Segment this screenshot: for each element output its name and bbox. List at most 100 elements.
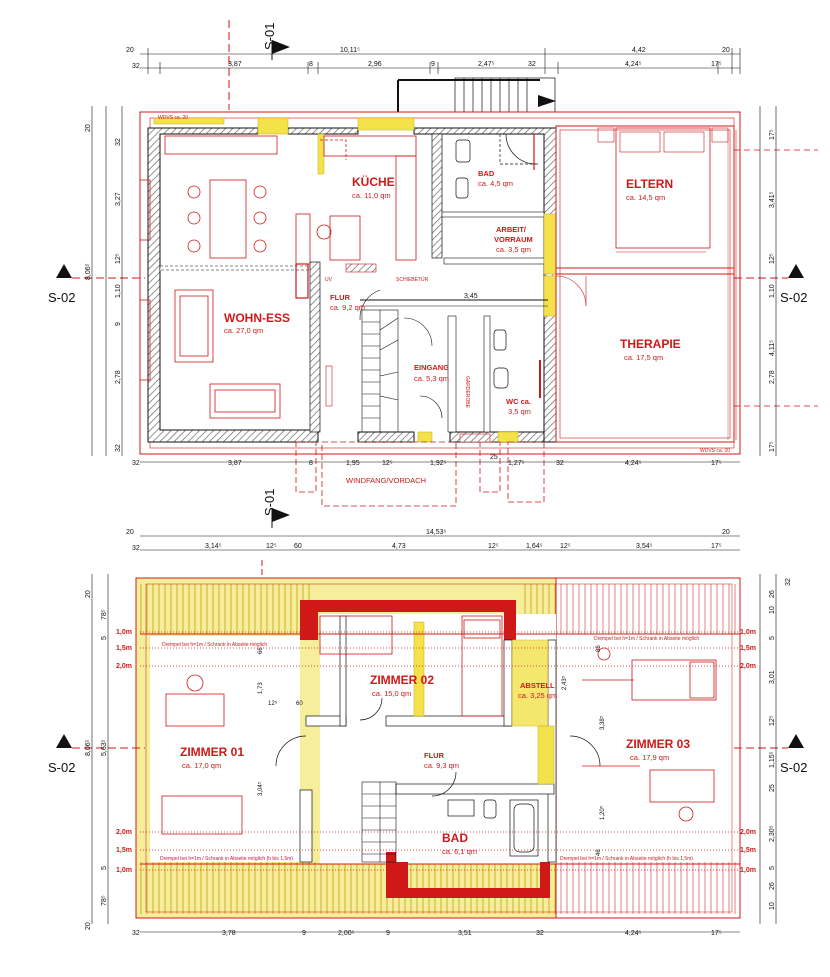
staircase-ground bbox=[359, 289, 548, 433]
dim-u-left-3: 5,63⁵ bbox=[101, 739, 108, 756]
dim-u-right-1: 26 bbox=[769, 590, 776, 598]
room-area-bad: ca. 4,5 qm bbox=[478, 179, 513, 188]
dim-u-left-6: 20 bbox=[85, 922, 92, 930]
room-area-eltern: ca. 14,5 qm bbox=[626, 193, 665, 202]
height-l-5: 1,0m bbox=[116, 867, 132, 874]
room-area-abstell: ca. 3,25 qm bbox=[518, 691, 557, 700]
dim-left-inner-4: 1,10 bbox=[115, 284, 122, 298]
dim-u-right-11: 10 bbox=[769, 902, 776, 910]
dim-bottom-1: 3,87 bbox=[228, 460, 242, 467]
dim-u-bottom-2: 9 bbox=[302, 930, 306, 937]
staircase-upper bbox=[361, 781, 397, 863]
label-uv: UV bbox=[325, 277, 333, 283]
dim-u-top-outer-r: 20 bbox=[722, 529, 730, 536]
dim-u-left-1: 78⁵ bbox=[101, 609, 108, 620]
room-area-zimmer01: ca. 17,0 qm bbox=[182, 761, 221, 770]
dim-left-inner-2: 3,27 bbox=[115, 192, 122, 206]
dim-top-inner-6: 32 bbox=[528, 61, 536, 68]
dim-u-bottom-4: 9 bbox=[386, 930, 390, 937]
dim-right-1: 3,41⁵ bbox=[769, 191, 776, 208]
room-name-flur: FLUR bbox=[330, 293, 351, 302]
height-l-4: 1,5m bbox=[116, 847, 132, 854]
height-r-0: 1,0m bbox=[740, 629, 756, 636]
dim-inner-u-4: 2,43⁵ bbox=[561, 675, 568, 690]
room-name-wc: WC ca. bbox=[506, 397, 531, 406]
dim-inner-u-3: 3,04⁵ bbox=[257, 781, 264, 796]
dim-u-left-0: 20 bbox=[85, 590, 92, 598]
dim-right-5: 2,78 bbox=[769, 370, 776, 384]
room-name-eingang: EINGANG bbox=[414, 363, 449, 372]
dim-u-right-8: 2,30⁵ bbox=[769, 825, 776, 842]
dim-u-top-inner-0: 32 bbox=[132, 545, 140, 552]
room-name-wohn: WOHN-ESS bbox=[224, 311, 290, 325]
dim-bottom-8: 32 bbox=[556, 460, 564, 467]
dim-inner-u-1: 12⁵ bbox=[268, 700, 278, 707]
height-r-5: 1,0m bbox=[740, 867, 756, 874]
dim-top-outer-right2: 20 bbox=[722, 47, 730, 54]
dim-top-inner-7: 4,24⁵ bbox=[625, 61, 642, 68]
note-drempel-top-left: Drempel bei h=1m / Schrank in Abseite mö… bbox=[162, 642, 267, 648]
dim-inner-u-0: 1,73 bbox=[258, 682, 264, 694]
dim-u-top-inner-4: 4,73 bbox=[392, 543, 406, 550]
room-name-therapie: THERAPIE bbox=[620, 337, 681, 351]
furniture-kitchen bbox=[295, 135, 417, 265]
dim-top-outer-center: 10,11⁵ bbox=[340, 47, 360, 54]
room-area-zimmer03: ca. 17,9 qm bbox=[630, 753, 669, 762]
dimension-chain-left-upper: 8,06⁵ 20 78⁵ 5 5,63⁵ 5 78⁵ 20 bbox=[85, 574, 109, 930]
windfang-label: WINDFANG/VORDACH bbox=[346, 476, 426, 485]
dim-u-top-inner-5: 12⁵ bbox=[488, 543, 499, 550]
dim-u-top-inner-3: 60 bbox=[294, 543, 302, 550]
dim-u-top-inner-2: 12⁵ bbox=[266, 543, 277, 550]
dim-top-inner-3: 2,96 bbox=[368, 61, 382, 68]
dim-bottom-0: 32 bbox=[132, 460, 140, 467]
dim-top-inner-4: 9 bbox=[431, 61, 435, 68]
dim-u-right-3: 5 bbox=[769, 636, 776, 640]
dim-left-outer: 8,06⁵ bbox=[85, 263, 92, 280]
dim-u-right-4: 3,01 bbox=[769, 670, 776, 684]
section-label-s01-top: S-01 bbox=[262, 23, 277, 50]
dim-right-2: 12⁵ bbox=[769, 253, 776, 264]
dim-u-bottom-6: 32 bbox=[536, 930, 544, 937]
dim-inner-345: 3,45 bbox=[464, 293, 478, 300]
dim-u-top-inner-1: 3,14⁵ bbox=[205, 543, 222, 550]
dim-top-inner-5: 2,47⁵ bbox=[478, 61, 495, 68]
dim-left-inner-5: 9 bbox=[115, 322, 122, 326]
dim-inner-u-7: 86 bbox=[596, 645, 602, 652]
room-area-arbeit: ca. 3,5 qm bbox=[496, 245, 531, 254]
furniture-bath bbox=[455, 133, 541, 398]
dim-u-top-inner-8: 3,54⁵ bbox=[636, 543, 653, 550]
room-name-eltern: ELTERN bbox=[626, 177, 673, 191]
height-r-1: 1,5m bbox=[740, 645, 756, 652]
dimension-chain-bottom-upper: 32 3,78 9 2,00⁵ 9 3,51 32 4,24⁵ 17⁵ bbox=[132, 930, 740, 937]
dim-u-right-9: 5 bbox=[769, 866, 776, 870]
dim-u-bottom-7: 4,24⁵ bbox=[625, 930, 642, 937]
height-r-4: 1,5m bbox=[740, 847, 756, 854]
dim-inner-u-9: 66 bbox=[258, 647, 264, 654]
room-name-bad: BAD bbox=[478, 169, 495, 178]
room-area-eingang: ca. 5,3 qm bbox=[414, 374, 449, 383]
dim-u-right-7: 25 bbox=[769, 784, 776, 792]
label-schiebetuer: SCHIEBETÜR bbox=[396, 276, 429, 283]
section-label-s02-left-upper: S-02 bbox=[48, 760, 75, 775]
dimension-chain-left: 8,06⁵ 20 32 3,27 12⁵ 1,10 9 2,78 32 bbox=[85, 106, 123, 456]
dim-top-inner-0: 32 bbox=[132, 63, 140, 70]
ground-floor: S-01 20 10,11⁵ 4,42 20 32 3,87 8 2,96 9 … bbox=[48, 20, 818, 507]
room-name-abstell: ABSTELL bbox=[520, 681, 555, 690]
dim-top-inner-1: 3,87 bbox=[228, 61, 242, 68]
dim-bottom-3: 1,95 bbox=[346, 460, 360, 467]
room-area-wohn: ca. 27,0 qm bbox=[224, 326, 263, 335]
upper-floor: S-01 20 14,53⁵ 20 32 3,14⁵ 12⁵ 60 4,73 1… bbox=[48, 489, 807, 937]
dim-right-0: 17⁵ bbox=[769, 129, 776, 140]
dim-u-top-outer-l: 20 bbox=[126, 529, 134, 536]
room-name-zimmer03: ZIMMER 03 bbox=[626, 737, 690, 751]
room-area-therapie: ca. 17,5 qm bbox=[624, 353, 663, 362]
dim-u-left-4: 5 bbox=[101, 866, 108, 870]
dim-u-top-inner-7: 12⁵ bbox=[560, 543, 571, 550]
dim-top-inner-8: 17⁵ bbox=[711, 61, 722, 68]
dim-u-bottom-5: 3,51 bbox=[458, 930, 472, 937]
dim-u-right-5: 12⁵ bbox=[769, 715, 776, 726]
right-wing-ground bbox=[555, 125, 818, 443]
dim-u-top-inner-6: 1,64⁵ bbox=[526, 543, 543, 550]
dim-bottom-9: 4,24⁵ bbox=[625, 460, 642, 467]
note-drempel-top-right: Drempel bei h=1m / Schrank in Abseite mö… bbox=[594, 636, 699, 642]
